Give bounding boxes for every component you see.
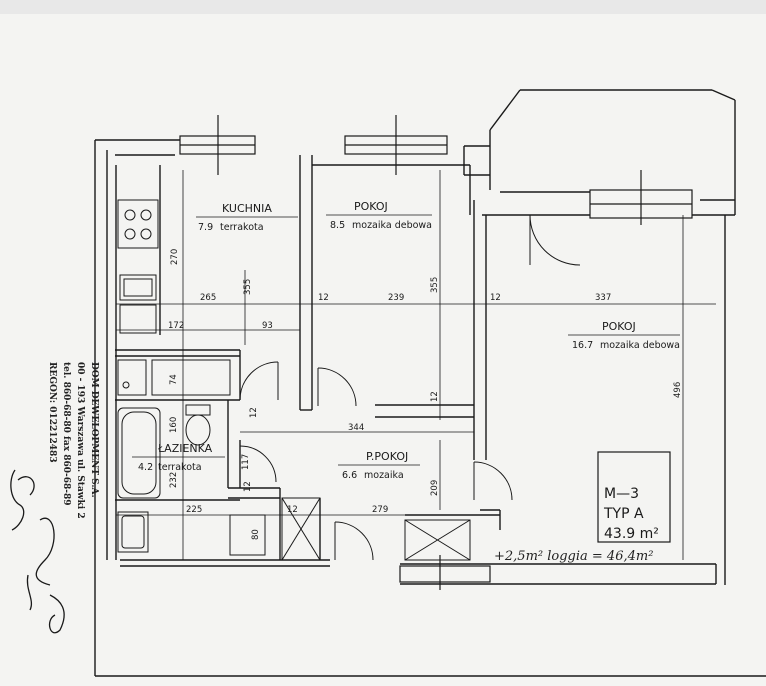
loggia-note: +2,5m² loggia = 46,4m²: [494, 549, 653, 564]
unit-number: M—3: [604, 486, 639, 502]
stove-burner-icon: [140, 209, 152, 221]
room-pokoj-small: POKOJ 8.5 mozaika debowa: [326, 200, 432, 231]
outer-walls: [94, 89, 766, 677]
room-kuchnia: KUCHNIA 7.9 terrakota: [196, 202, 298, 233]
room-floor: terrakota: [158, 462, 202, 473]
dimension-label: 117: [241, 454, 251, 470]
scan-edge: [0, 0, 766, 14]
stamp-line: DOM DEWELOPMENT S.A.: [89, 362, 99, 498]
kitchen-fixtures: [117, 199, 159, 334]
room-area: 4.2: [138, 462, 153, 473]
room-floor: mozaika debowa: [600, 340, 680, 351]
room-name: P.POKOJ: [366, 450, 408, 463]
dimension-label: 337: [595, 293, 611, 303]
unit-type-box: M—3 TYP A 43.9 m²: [597, 451, 671, 543]
dimension-label: 93: [262, 321, 273, 331]
developer-stamp: DOM DEWELOPMENT S.A. 00 - 193 Warszawa u…: [47, 362, 99, 519]
dimension-label: 344: [348, 423, 364, 433]
dimension-lines: [116, 170, 716, 560]
sink-icon: [119, 274, 157, 301]
dimension-label: 232: [169, 472, 179, 488]
dimension-label: 12: [318, 293, 329, 303]
room-area: 7.9: [198, 222, 213, 233]
shaft-icon: [281, 497, 321, 561]
room-floor: mozaika: [364, 470, 404, 481]
dimension-label: 265: [200, 293, 216, 303]
unit-area: 43.9 m²: [604, 526, 659, 542]
horizontal-dimensions: 265 12 239 12 337 172 93 344 225 12 279: [168, 293, 611, 515]
washing-machine-icon: [117, 359, 147, 396]
room-floor: terrakota: [220, 222, 264, 233]
stove-burner-icon: [124, 228, 136, 240]
stamp-line: tel. 860-68-80 fax 860-68-89: [61, 362, 71, 506]
room-floor: mozaika debowa: [352, 220, 432, 231]
dimension-label: 239: [388, 293, 404, 303]
dimension-label: 355: [430, 277, 440, 293]
room-area: 6.6: [342, 470, 357, 481]
dimension-label: 225: [186, 505, 202, 515]
room-name: KUCHNIA: [222, 202, 272, 215]
windows: [179, 115, 693, 590]
dimension-label: 12: [249, 407, 259, 418]
dimension-label: 74: [169, 374, 179, 385]
dimension-label: 355: [243, 279, 253, 295]
dimension-label: 270: [170, 249, 180, 265]
room-pokoj-large: POKOJ 16.7 mozaika debowa: [568, 320, 680, 351]
shaft-icon: [404, 519, 471, 561]
doors: [239, 214, 581, 561]
room-area: 16.7: [572, 340, 593, 351]
room-name: POKOJ: [354, 200, 388, 213]
stove-burner-icon: [124, 209, 136, 221]
vertical-dimensions: 270 355 355 496 74 160 117 232 12 12 12 …: [169, 249, 683, 540]
room-name: ŁAZIENKA: [157, 442, 213, 455]
dimension-label: 12: [243, 481, 253, 492]
dimension-label: 80: [251, 529, 261, 540]
unit-type: TYP A: [603, 506, 644, 522]
washbasin-icon: [117, 511, 149, 553]
stove-burner-icon: [140, 228, 152, 240]
dimension-label: 279: [372, 505, 388, 515]
dimension-label: 496: [673, 382, 683, 398]
signature: [10, 469, 65, 634]
room-name: POKOJ: [602, 320, 636, 333]
dimension-label: 172: [168, 321, 184, 331]
bathtub-icon: [117, 407, 161, 499]
interior-walls: [115, 154, 501, 560]
room-przedpokoj: P.POKOJ 6.6 mozaika: [338, 450, 420, 481]
dimension-label: 160: [169, 417, 179, 433]
dimension-label: 12: [430, 391, 440, 402]
dimension-label: 12: [490, 293, 501, 303]
room-area: 8.5: [330, 220, 345, 231]
stamp-line: 00 - 193 Warszawa ul. Stawki 2: [75, 362, 85, 519]
bathroom-fixtures: [117, 359, 471, 561]
stamp-line: REGON: 012212483: [47, 362, 57, 463]
dimension-label: 12: [287, 505, 298, 515]
dimension-label: 209: [430, 480, 440, 496]
room-lazienka: ŁAZIENKA 4.2 terrakota: [132, 442, 225, 473]
